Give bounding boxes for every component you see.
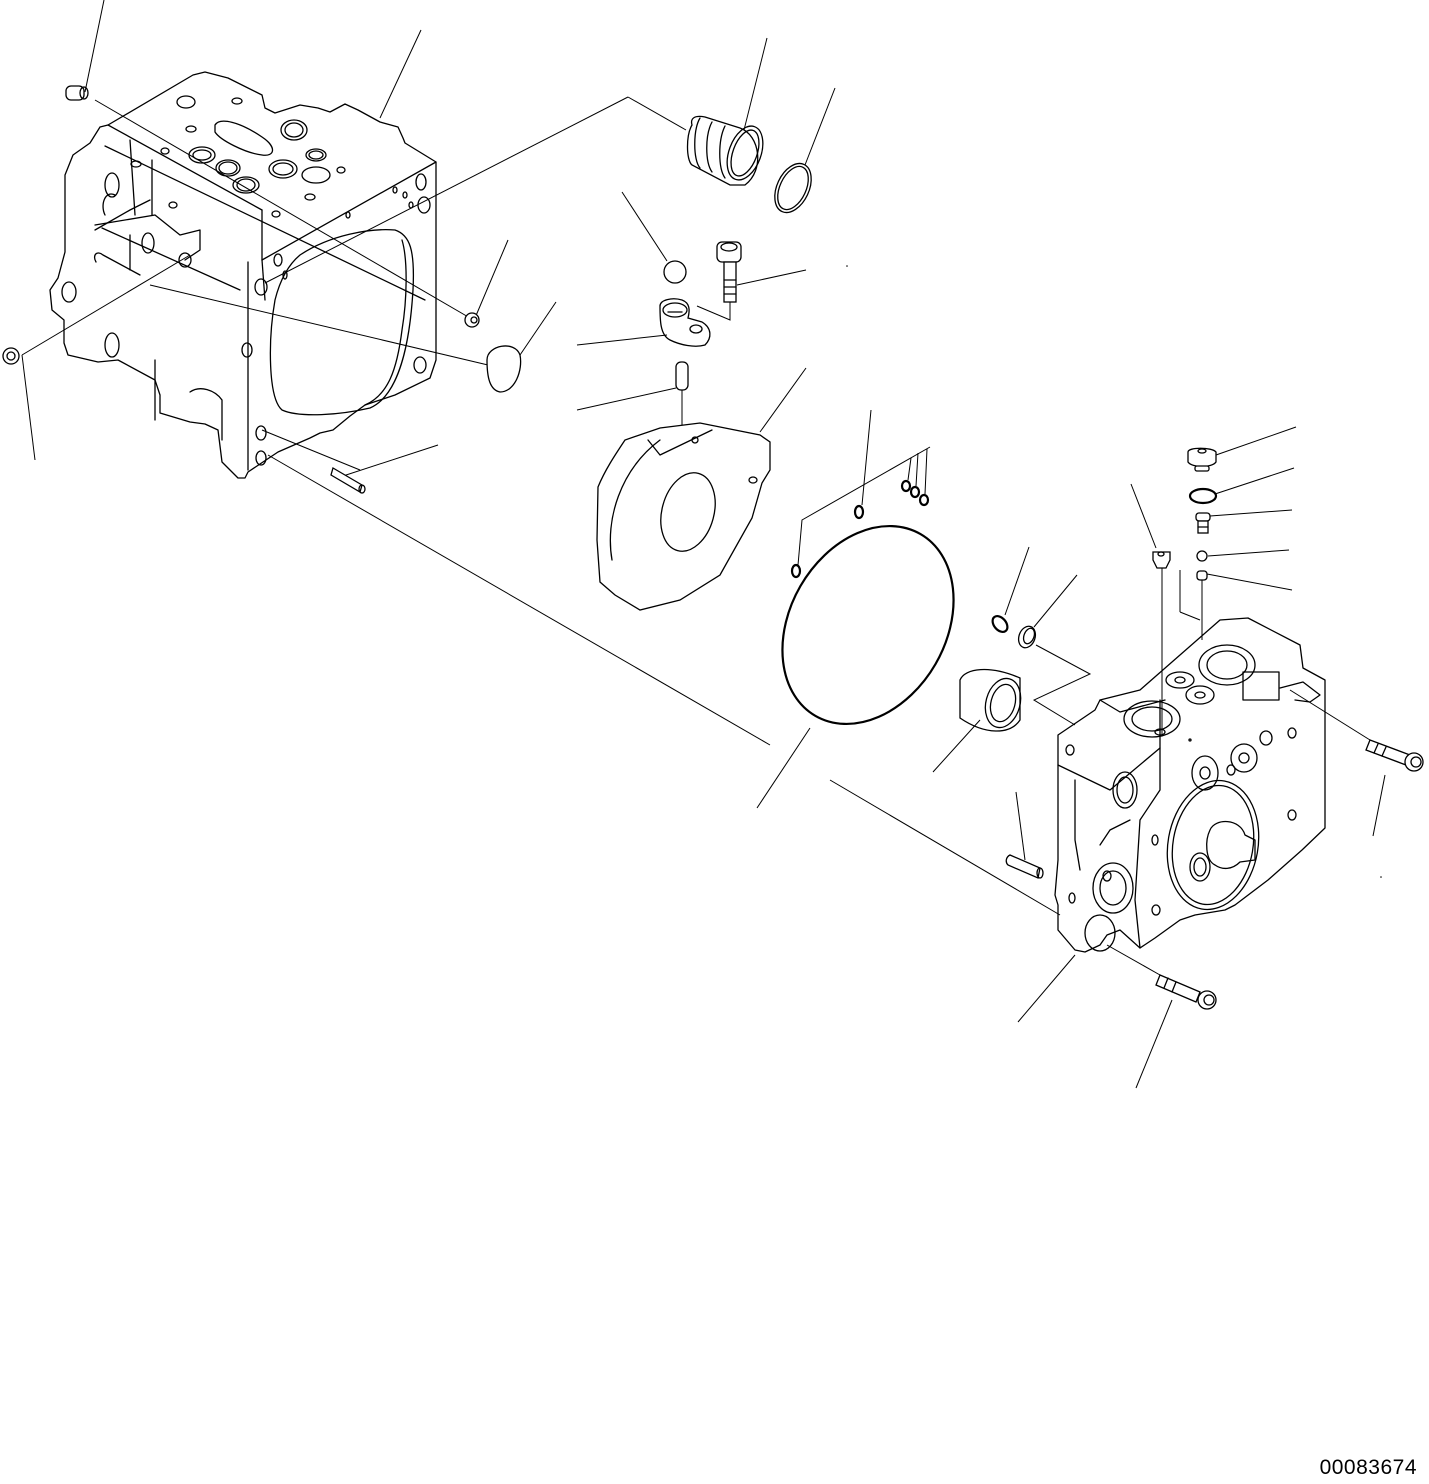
seal-ring — [1017, 625, 1037, 649]
leader-bracket — [576, 334, 668, 346]
seal-alignment — [1032, 644, 1092, 726]
plug-mid — [464, 312, 480, 328]
bolt-bottom — [1155, 974, 1217, 1010]
leader-ball — [621, 191, 668, 262]
leader-sleeve — [743, 37, 768, 131]
leader-lines-left — [21, 0, 1061, 916]
bolt-alignment — [696, 302, 731, 321]
sleeve — [686, 115, 764, 186]
left-valve-housing — [49, 71, 437, 479]
seat — [1196, 570, 1208, 640]
o-ring-sleeve — [774, 162, 812, 214]
large-gasket — [781, 524, 955, 726]
drawing-number: 00083674 — [1319, 1456, 1417, 1479]
bushing — [959, 668, 1022, 732]
stray-dot — [846, 265, 848, 267]
leader-lines-right — [1015, 426, 1386, 1089]
o-ring-top — [1188, 487, 1218, 505]
leader-o-ring-sleeve — [804, 87, 836, 166]
leader-pin — [576, 387, 677, 411]
dowel-pin-right — [1005, 854, 1044, 879]
cap-round — [486, 345, 522, 393]
bolt-right — [1365, 739, 1424, 772]
right-end-cover-housing — [1054, 617, 1326, 953]
ball-small — [1196, 550, 1208, 562]
cover-plate — [596, 422, 771, 611]
small-o-rings — [790, 409, 931, 579]
plug-right — [1152, 551, 1171, 735]
bracket — [659, 298, 711, 347]
plug-top-left — [65, 85, 89, 101]
dowel-pin-left — [330, 467, 366, 494]
leader-gasket — [756, 727, 811, 809]
screw-top — [1195, 512, 1211, 534]
o-ring-right — [991, 615, 1009, 633]
stray-dot — [1380, 876, 1382, 878]
top-alignment-2 — [1179, 611, 1201, 621]
ball — [663, 260, 687, 284]
leader-bushing — [932, 719, 981, 773]
plug-top — [1187, 447, 1217, 472]
leader-bolt — [736, 269, 807, 286]
leader-cover-plate — [759, 367, 807, 433]
plug-left — [2, 347, 20, 365]
pin — [675, 361, 689, 435]
socket-bolt — [716, 241, 742, 303]
leader-o-ring-right — [1004, 546, 1030, 616]
leader-seal-ring — [1033, 574, 1078, 628]
